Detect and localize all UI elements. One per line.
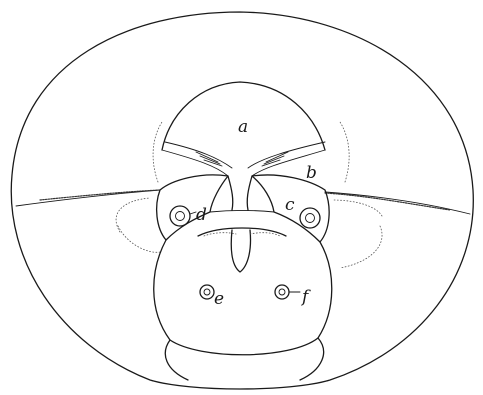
ring-d-inner — [176, 212, 185, 221]
ring-right-outer — [300, 208, 320, 228]
transverse-stipple — [40, 190, 450, 210]
mid-divider — [210, 211, 274, 213]
upper-stipple-arc-right — [340, 122, 349, 182]
ring-f-inner — [279, 289, 285, 295]
t-structure — [198, 228, 286, 272]
bottom-band — [165, 338, 323, 380]
dome-inner-band-upper — [165, 142, 325, 168]
right-stipple-lobe — [332, 200, 382, 268]
label-a: a — [238, 117, 248, 137]
upper-stipple-arc-left — [153, 122, 162, 182]
label-f: f — [300, 287, 311, 307]
label-b: b — [306, 163, 317, 183]
label-e: e — [214, 289, 224, 309]
ring-d-outer — [170, 206, 190, 226]
dome-inner-band-lower — [162, 150, 325, 176]
ring-right-inner — [306, 214, 315, 223]
ring-e-outer — [200, 285, 214, 299]
label-c: c — [285, 195, 295, 215]
left-stipple-lobe — [116, 198, 160, 252]
striation-left — [196, 152, 222, 166]
ring-e-inner — [204, 289, 210, 295]
dome-a — [162, 82, 325, 150]
label-d: d — [196, 205, 207, 225]
central-neck — [228, 176, 252, 210]
ring-f-outer — [275, 285, 289, 299]
t-shading — [204, 233, 280, 236]
